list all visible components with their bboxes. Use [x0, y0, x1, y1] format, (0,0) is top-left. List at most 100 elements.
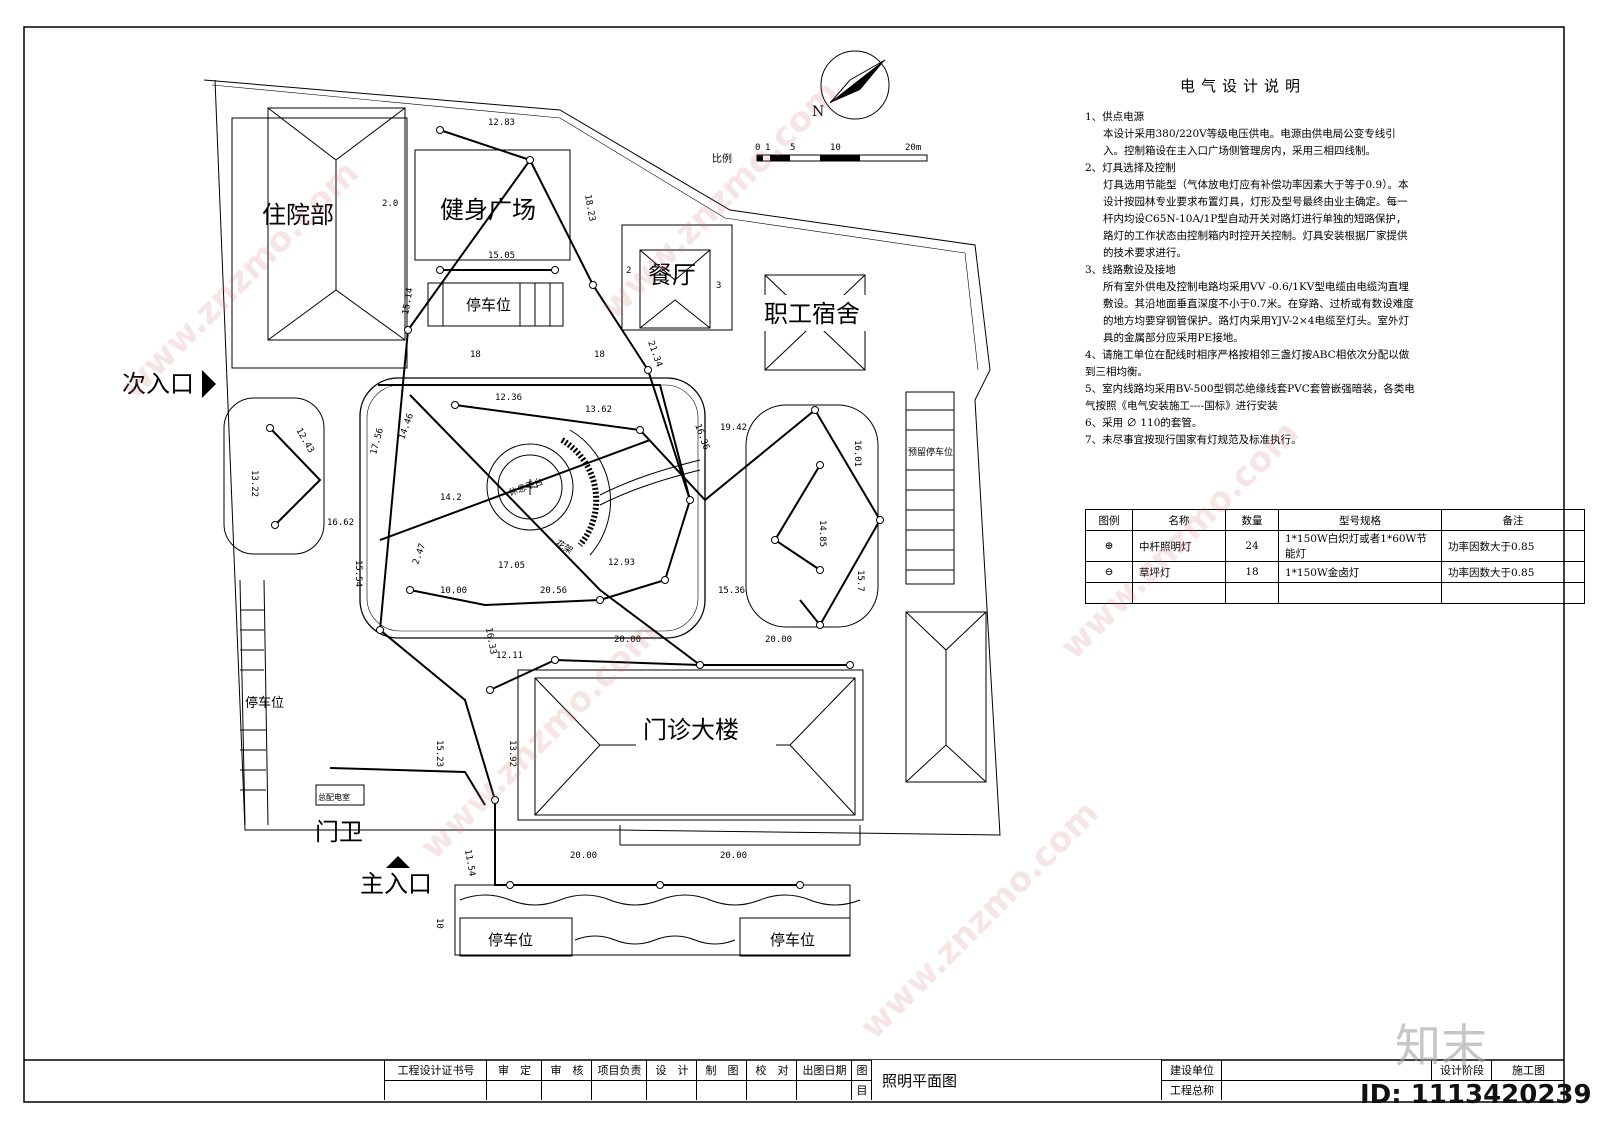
dim-label: 11.54 — [462, 849, 477, 877]
dim-label: 15.7 — [855, 570, 865, 592]
dim-label: 21.34 — [645, 340, 664, 369]
note-heading: 5、室内线路均采用BV-500型铜芯绝缘线套PVC套管嵌强暗装，各类电气按照《电… — [1085, 383, 1415, 412]
check-label: 审 核 — [541, 1060, 592, 1080]
dim-label: 15.05 — [488, 251, 515, 261]
inpatient-label: 住院部 — [262, 201, 334, 229]
znzmo-logo: 知末 — [1395, 1019, 1487, 1073]
notes-title: 电气设计说明 — [1180, 77, 1307, 95]
reserved-parking-label: 预留停车位 — [908, 446, 953, 458]
dim-label: 18.23 — [582, 194, 597, 222]
dim-label: 14.2 — [440, 493, 462, 503]
note-heading: 3、线路敷设及接地 — [1085, 264, 1176, 276]
dim-label: 16.36 — [692, 423, 711, 452]
drawing-label-2: 目 — [851, 1080, 872, 1100]
secondary-entrance-label: 次入口 — [122, 370, 194, 398]
legend-header: 备注 — [1441, 509, 1585, 531]
scale-tick: 20m — [905, 143, 921, 153]
note-heading: 6、采用 ∅ 110的套管。 — [1085, 417, 1203, 429]
legend-row-empty — [1085, 582, 1585, 604]
scale-tick: 5 — [790, 143, 795, 153]
note-heading: 1、供点电源 — [1085, 111, 1145, 123]
dim-label: 20.00 — [570, 851, 597, 861]
dim-label: 2.0 — [382, 199, 398, 209]
note-heading: 7、未尽事宜按现行国家有灯规范及标准执行。 — [1085, 434, 1302, 446]
dim-label: 13.92 — [507, 740, 517, 767]
dim-label: 17.56 — [369, 427, 386, 456]
dim-label: 18 — [594, 350, 605, 360]
cert-label: 工程设计证书号 — [384, 1060, 487, 1080]
inpatient-building — [231, 107, 408, 369]
site-boundary — [203, 79, 1001, 836]
stage-label: 设计阶段 — [1431, 1060, 1492, 1080]
reserved-parking — [905, 391, 955, 585]
stage-value: 施工图 — [1491, 1060, 1565, 1080]
dim-label: 18 — [470, 350, 481, 360]
legend-row: ⊕ 中杆照明灯 24 1*150W白炽灯或者1*60W节能灯 功率因数大于0.8… — [1085, 530, 1585, 562]
lamp-legend-table: 图例 名称 数量 型号规格 备注 ⊕ 中杆照明灯 24 1*150W白炽灯或者1… — [1085, 509, 1585, 604]
note-heading: 4、请施工单位在配线时相序严格按相邻三盏灯按ABC相依次分配以做到三相均衡。 — [1085, 349, 1410, 378]
design-label: 设 计 — [646, 1060, 697, 1080]
dim-label: 12.93 — [608, 558, 635, 568]
dim-label: 10.00 — [440, 586, 467, 596]
dim-label: 3 — [716, 281, 721, 291]
project-label: 工程总称 — [1161, 1080, 1222, 1100]
scale-label: 比例 — [712, 152, 732, 165]
dim-label: 20.56 — [540, 586, 567, 596]
dim-label: 17.05 — [498, 561, 525, 571]
top-parking — [427, 282, 564, 327]
lamp-markers — [266, 126, 884, 889]
dim-label: 14.85 — [817, 520, 827, 547]
draw-label: 制 图 — [696, 1060, 747, 1080]
dim-label: 20.00 — [614, 635, 641, 645]
proof-label: 校 对 — [746, 1060, 797, 1080]
fitness-plaza — [414, 149, 571, 261]
dim-label: 15.14 — [401, 287, 416, 315]
main-entrance-label: 主入口 — [360, 870, 432, 898]
top-parking-label: 停车位 — [466, 296, 511, 314]
note-body: 所有室外供电及控制电路均采用VV -0.6/1KV型电缆由电缆沟直埋敷设。其沿地… — [1103, 281, 1414, 344]
dim-label: 12.11 — [496, 651, 523, 661]
main-entrance-arrow — [386, 856, 410, 868]
title-block: 工程设计证书号 审 定 审 核 项目负责 设 计 制 图 校 对 出图日期 图 … — [24, 1060, 1564, 1100]
dim-label: 13.22 — [249, 470, 259, 497]
staff-dorm-label: 职工宿舍 — [764, 300, 860, 328]
drawing-name: 照明平面图 — [871, 1060, 1161, 1100]
image-id-label: ID: 1113420239 — [1360, 1080, 1592, 1110]
scale-tick: 0 — [755, 143, 760, 153]
dim-label: 16.62 — [327, 518, 354, 528]
main-distribution-room — [315, 784, 365, 806]
scale-tick: 10 — [830, 143, 841, 153]
dim-label: 12.43 — [293, 427, 315, 455]
drawing-label-1: 图 — [851, 1060, 872, 1080]
guard-label: 门卫 — [315, 818, 363, 846]
main-distribution-label: 总配电室 — [318, 792, 350, 802]
secondary-entrance-arrow — [202, 370, 216, 398]
dim-label: 19.42 — [720, 423, 747, 433]
dim-label: 20.00 — [765, 635, 792, 645]
legend-header: 型号规格 — [1278, 509, 1442, 531]
dim-label: 16.01 — [852, 440, 862, 467]
legend-qty: 18 — [1225, 561, 1279, 583]
canteen-label: 餐厅 — [648, 261, 696, 289]
north-label: N — [812, 104, 824, 120]
canteen-building — [621, 224, 733, 331]
note-heading: 2、灯具选择及控制 — [1085, 162, 1176, 174]
legend-note: 功率因数大于0.85 — [1441, 530, 1585, 562]
left-parking-label: 停车位 — [245, 695, 284, 711]
electrical-notes: 电气设计说明 1、供点电源 本设计采用380/220V等级电压供电。电源由供电局… — [1085, 78, 1415, 449]
dim-label: 2.47 — [411, 542, 428, 566]
review-label: 审 定 — [486, 1060, 542, 1080]
legend-header-row: 图例 名称 数量 型号规格 备注 — [1085, 509, 1585, 531]
legend-row: ⊖ 草坪灯 18 1*150W金卤灯 功率因数大于0.85 — [1085, 561, 1585, 583]
scale-tick: 1 — [765, 143, 770, 153]
north-compass — [820, 50, 890, 120]
legend-spec: 1*150W金卤灯 — [1278, 561, 1442, 583]
dim-label: 15.54 — [353, 560, 363, 587]
bottom-right-parking-label: 停车位 — [770, 931, 815, 949]
dim-label: 12.36 — [495, 393, 522, 403]
legend-qty: 24 — [1225, 530, 1279, 562]
dim-label: 16.33 — [483, 627, 498, 655]
legend-spec: 1*150W白炽灯或者1*60W节能灯 — [1278, 530, 1442, 562]
note-body: 本设计采用380/220V等级电压供电。电源由供电局公变专线引入。控制箱设在主入… — [1103, 128, 1396, 157]
